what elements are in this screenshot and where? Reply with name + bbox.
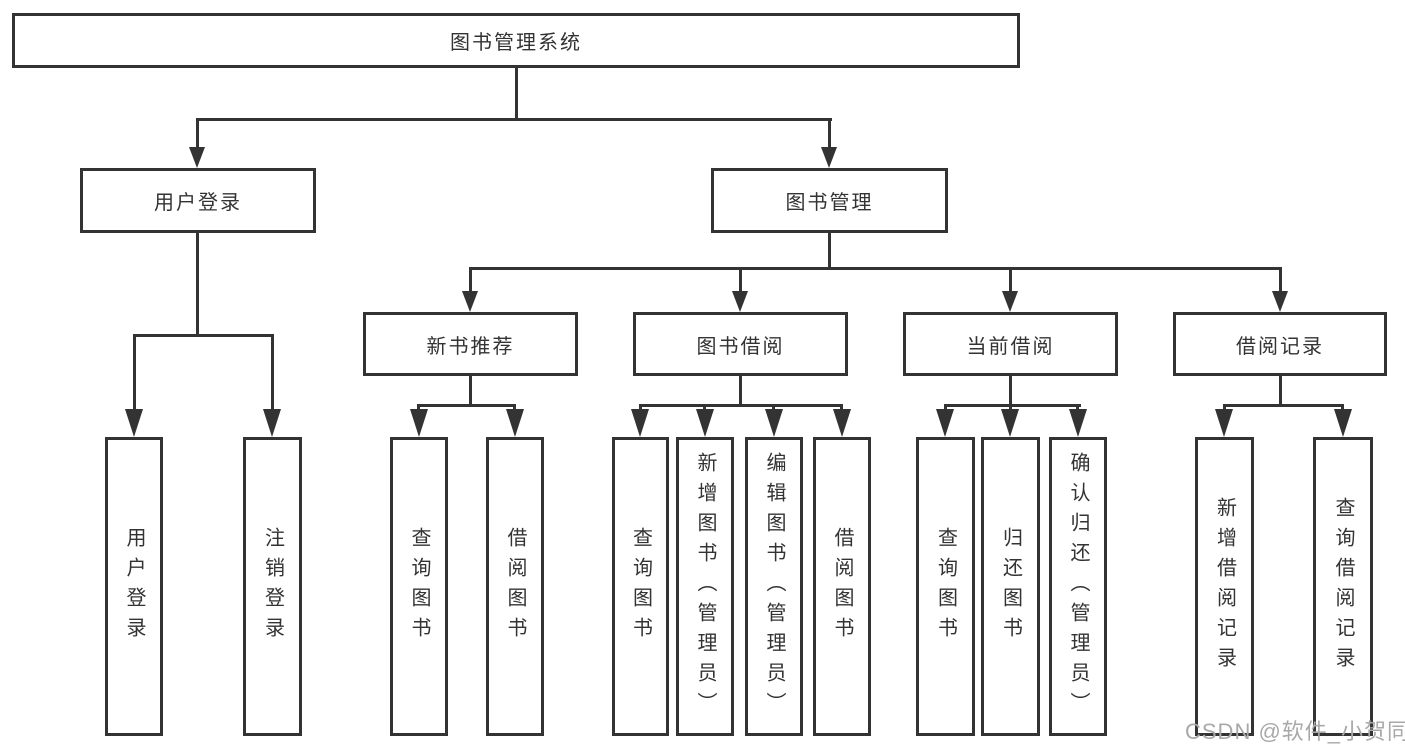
node-label: 归还图书 — [999, 526, 1022, 647]
connector-stem — [840, 404, 843, 413]
node-label: 图书管理 — [785, 192, 874, 214]
connector-stem — [944, 404, 947, 413]
node-user-login: 用户登录 — [80, 168, 316, 233]
node-label: 新书推荐 — [426, 335, 515, 358]
arrow-down-icon — [765, 409, 783, 437]
node-label: 查询借阅记录 — [1332, 496, 1354, 677]
arrow-down-icon — [1272, 291, 1288, 312]
node-label: 图书管理系统 — [450, 32, 582, 54]
arrow-down-icon — [732, 291, 748, 312]
node-new-book-recommendation: 新书推荐 — [363, 312, 578, 376]
arrow-down-icon — [1069, 409, 1087, 437]
arrow-down-icon — [1334, 409, 1352, 437]
connector-book-borrowing-stem — [739, 267, 742, 294]
arrow-down-icon — [696, 409, 714, 437]
node-borrowing-records: 借阅记录 — [1173, 312, 1387, 376]
arrow-down-icon — [631, 409, 649, 437]
node-return-books: 归还图书 — [981, 437, 1040, 736]
node-book-borrowing: 图书借阅 — [633, 312, 848, 376]
arrow-down-icon — [936, 409, 954, 437]
arrow-down-icon — [410, 409, 428, 437]
node-query-books-under-current: 查询图书 — [916, 437, 975, 736]
connector-logout-stem — [271, 334, 274, 412]
connector-stem — [1223, 404, 1226, 413]
node-user-login-leaf: 用户登录 — [105, 437, 163, 736]
connector-stem — [639, 404, 642, 413]
node-label: 编辑图书（管理员） — [763, 451, 785, 722]
connector-stem — [513, 404, 516, 413]
node-borrow-books-under-new-books: 借阅图书 — [486, 437, 544, 736]
connector-stem — [1076, 404, 1079, 413]
connector-user-login-branch — [133, 334, 274, 337]
connector-current-borrowing-stem — [1009, 267, 1012, 294]
node-label: 用户登录 — [154, 192, 242, 214]
node-query-borrow-record: 查询借阅记录 — [1313, 437, 1373, 736]
node-label: 借阅记录 — [1236, 335, 1324, 358]
node-add-books-admin: 新增图书（管理员） — [676, 437, 734, 736]
node-label: 注销登录 — [261, 526, 284, 647]
arrow-down-icon — [1215, 409, 1233, 437]
connector-stem — [1341, 404, 1344, 413]
watermark-text: CSDN @软件_小贺同学 — [1185, 719, 1405, 744]
arrow-down-icon — [1001, 409, 1019, 437]
node-query-books-under-borrowing: 查询图书 — [612, 437, 669, 736]
connector-root-branch — [196, 118, 832, 121]
node-label: 借阅图书 — [504, 526, 526, 647]
connector-current-borrowing-branch — [944, 404, 1081, 407]
node-label: 借阅图书 — [831, 526, 853, 647]
connector-current-borrowing-down — [1009, 375, 1012, 406]
node-library-management-system: 图书管理系统 — [12, 13, 1020, 68]
arrow-down-icon — [1002, 291, 1018, 312]
node-label: 新增借阅记录 — [1213, 496, 1236, 677]
connector-new-books-branch — [417, 404, 516, 407]
arrow-down-icon — [125, 409, 143, 437]
connector-stem — [772, 404, 775, 413]
connector-login-stem — [133, 334, 136, 412]
node-edit-books-admin: 编辑图书（管理员） — [745, 437, 803, 736]
connector-root-stem — [515, 67, 518, 120]
node-label: 图书借阅 — [696, 335, 785, 358]
arrow-down-icon — [263, 409, 281, 437]
connector-book-borrowing-down — [739, 375, 742, 406]
connector-user-login-down — [196, 232, 199, 336]
node-label: 确认归还（管理员） — [1067, 451, 1089, 722]
node-logout-leaf: 注销登录 — [243, 437, 302, 736]
arrow-down-icon — [821, 147, 837, 168]
node-add-borrow-record: 新增借阅记录 — [1195, 437, 1254, 736]
arrow-down-icon — [189, 147, 205, 168]
node-label: 新增图书（管理员） — [694, 451, 716, 722]
node-borrow-books-under-borrowing: 借阅图书 — [813, 437, 871, 736]
node-label: 查询图书 — [934, 526, 957, 647]
connector-borrowing-records-branch — [1223, 404, 1344, 407]
connector-book-management-down — [828, 232, 831, 269]
connector-level3-branch — [469, 267, 1282, 270]
arrow-down-icon — [506, 409, 524, 437]
node-book-management: 图书管理 — [711, 168, 948, 233]
node-label: 用户登录 — [123, 526, 145, 647]
connector-new-books-stem — [469, 267, 472, 294]
connector-stem — [1009, 404, 1012, 413]
node-label: 当前借阅 — [966, 335, 1055, 358]
connector-stem — [703, 404, 706, 413]
arrow-down-icon — [833, 409, 851, 437]
connector-borrowing-records-stem — [1279, 267, 1282, 294]
connector-new-books-down — [469, 375, 472, 406]
node-query-books-under-new-books: 查询图书 — [390, 437, 448, 736]
node-current-borrowing: 当前借阅 — [903, 312, 1118, 376]
node-confirm-return-admin: 确认归还（管理员） — [1049, 437, 1107, 736]
connector-user-login-stem — [196, 118, 199, 150]
connector-book-borrowing-branch — [639, 404, 843, 407]
node-label: 查询图书 — [629, 526, 652, 647]
arrow-down-icon — [462, 291, 478, 312]
connector-book-management-stem — [828, 118, 831, 150]
node-label: 查询图书 — [408, 526, 430, 647]
connector-stem — [417, 404, 420, 413]
connector-borrowing-records-down — [1279, 375, 1282, 406]
